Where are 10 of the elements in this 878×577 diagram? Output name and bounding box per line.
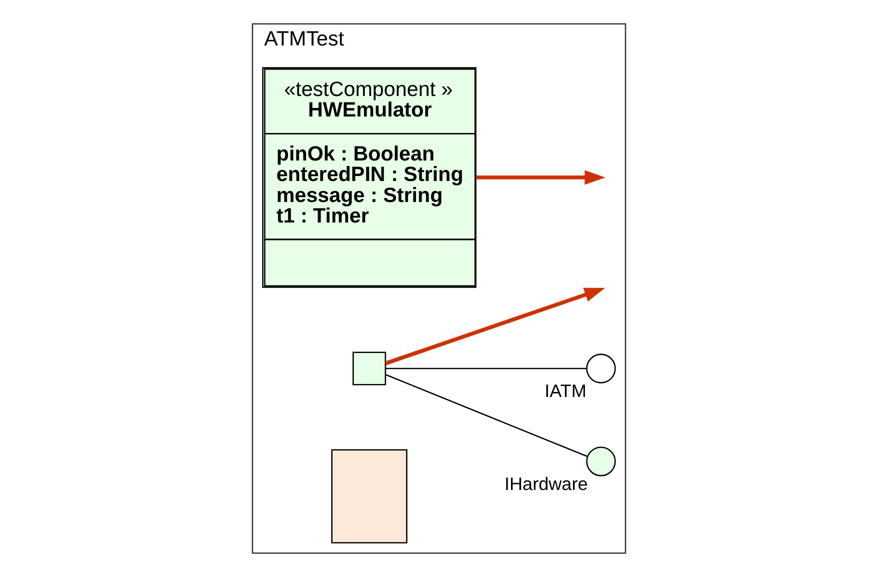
node-label: IATM [544, 381, 586, 402]
arrow [476, 170, 606, 185]
node-box [331, 449, 408, 544]
node-box [352, 352, 386, 386]
arrow [385, 288, 606, 366]
node-circle [586, 354, 616, 384]
connector [385, 374, 588, 457]
node-label: IHardware [504, 474, 588, 494]
node-circle [586, 446, 616, 476]
connector [386, 368, 587, 370]
